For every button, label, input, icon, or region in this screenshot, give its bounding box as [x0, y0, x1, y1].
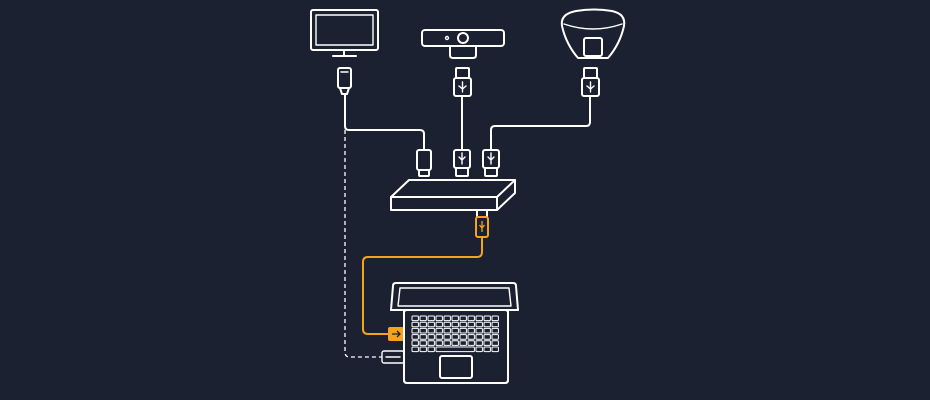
keyboard-key [427, 315, 435, 322]
keyboard-key [411, 321, 419, 328]
keyboard-key [483, 321, 491, 328]
keyboard-key [419, 346, 427, 353]
keyboard-key [475, 340, 483, 346]
keyboard-spacebar [435, 346, 475, 353]
usb-hub-dock-icon [390, 179, 516, 211]
keyboard-key [411, 334, 419, 340]
keyboard-key [491, 315, 499, 322]
dock-usb-connector-2 [482, 149, 500, 177]
keyboard-key [475, 346, 483, 353]
dock-to-laptop-usb-cable [362, 237, 483, 335]
speakerphone-icon [560, 8, 626, 59]
laptop-icon [390, 282, 519, 384]
keyboard-key [419, 315, 427, 322]
monitor-icon [310, 9, 379, 57]
keyboard-key [467, 334, 475, 340]
keyboard-key [475, 334, 483, 340]
keyboard-key [467, 321, 475, 328]
monitor-to-dock-cable [344, 93, 425, 151]
keyboard-key [411, 346, 419, 353]
keyboard-key [419, 334, 427, 340]
webcam-icon [421, 29, 505, 59]
keyboard-key [467, 327, 475, 334]
keyboard-key [443, 334, 451, 340]
webcam-usb-connector [453, 67, 472, 97]
keyboard-key [459, 321, 467, 328]
keyboard-key [475, 327, 483, 334]
keyboard-key [467, 340, 475, 346]
keyboard-key [451, 340, 459, 346]
keyboard-key [483, 327, 491, 334]
keyboard-key [443, 321, 451, 328]
keyboard-key [451, 321, 459, 328]
keyboard-key [443, 315, 451, 322]
monitor-hdmi-connector [337, 67, 352, 95]
keyboard-key [435, 321, 443, 328]
keyboard-key [411, 340, 419, 346]
keyboard-key [451, 334, 459, 340]
speakerphone-to-dock-cable [490, 95, 591, 151]
keyboard-key [483, 340, 491, 346]
keyboard-key [427, 334, 435, 340]
keyboard-key [459, 315, 467, 322]
keyboard-key [491, 346, 499, 353]
keyboard-key [411, 327, 419, 334]
keyboard-key [435, 340, 443, 346]
keyboard-key [435, 334, 443, 340]
keyboard-key [451, 315, 459, 322]
laptop-keyboard [411, 315, 499, 353]
keyboard-key [475, 315, 483, 322]
keyboard-key [475, 321, 483, 328]
laptop-usb-connector [388, 327, 404, 341]
keyboard-key [427, 340, 435, 346]
keyboard-key [427, 327, 435, 334]
keyboard-key [459, 340, 467, 346]
keyboard-key [467, 315, 475, 322]
keyboard-key [483, 346, 491, 353]
laptop-trackpad [439, 355, 473, 379]
monitor-to-laptop-hdmi-cable [344, 130, 382, 358]
keyboard-key [483, 315, 491, 322]
keyboard-key [491, 334, 499, 340]
keyboard-key [443, 327, 451, 334]
keyboard-key [459, 327, 467, 334]
speakerphone-usb-connector [581, 67, 600, 97]
dock-usbc-port [476, 209, 488, 218]
keyboard-key [451, 327, 459, 334]
keyboard-key [419, 327, 427, 334]
keyboard-key [419, 321, 427, 328]
keyboard-key [491, 327, 499, 334]
dock-hdmi-connector [416, 149, 432, 177]
keyboard-key [483, 334, 491, 340]
keyboard-key [491, 321, 499, 328]
laptop-hdmi-connector [381, 350, 405, 364]
keyboard-key [427, 321, 435, 328]
keyboard-key [443, 340, 451, 346]
keyboard-key [427, 346, 435, 353]
keyboard-key [435, 327, 443, 334]
keyboard-key [491, 340, 499, 346]
keyboard-key [459, 334, 467, 340]
keyboard-key [435, 315, 443, 322]
keyboard-key [411, 315, 419, 322]
dock-usbc-connector [475, 216, 489, 238]
keyboard-key [419, 340, 427, 346]
dock-usb-connector-1 [453, 149, 471, 177]
